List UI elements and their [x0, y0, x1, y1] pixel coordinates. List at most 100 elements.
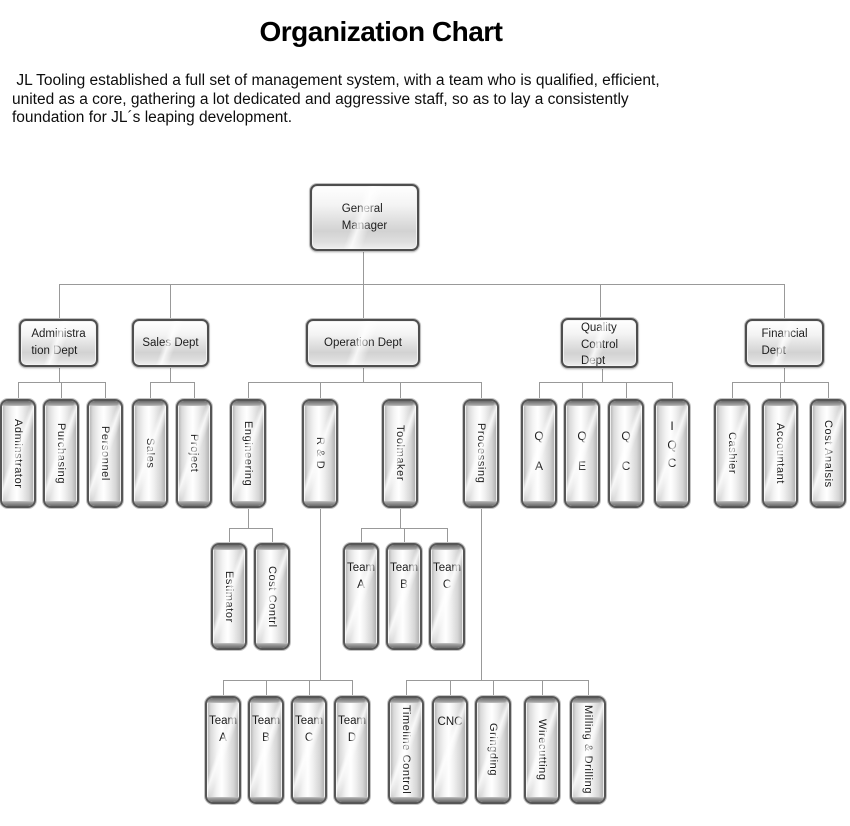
org-node-processing: Processing: [463, 399, 499, 508]
org-node-timeline: Timeline Control: [388, 696, 424, 804]
connector-line: [626, 382, 627, 399]
org-node-label-line: Manager: [341, 219, 388, 232]
org-node-accountant: Accountant: [762, 399, 798, 508]
connector-line: [229, 528, 273, 529]
org-node-label: Cost Contrl: [266, 565, 278, 628]
org-node-label: Toolmaker: [394, 425, 406, 482]
org-node-label: CNC: [434, 698, 466, 728]
connector-line: [732, 382, 733, 399]
org-node-label: Sales Dept: [142, 335, 198, 352]
org-node-label-line: Administra: [31, 328, 86, 341]
org-node-costcontrl: Cost Contrl: [254, 543, 290, 650]
org-node-label-line: CNC: [437, 716, 463, 728]
org-node-label-line: Team: [346, 562, 376, 574]
org-node-label: Milling & Drilling: [582, 705, 594, 795]
org-node-admin: Administra tion Dept: [19, 319, 98, 367]
org-node-label-line: Team: [337, 715, 367, 727]
connector-line: [582, 382, 583, 399]
connector-line: [672, 382, 673, 399]
org-node-adminstrator: Adminstrator: [0, 399, 36, 508]
connector-line: [223, 680, 224, 696]
org-node-gringding: Gringding: [475, 696, 511, 804]
org-node-label-line: I: [670, 419, 674, 433]
connector-line: [59, 367, 60, 382]
org-node-label-line: Operation Dept: [324, 336, 402, 349]
org-node-label: Sales: [144, 438, 156, 469]
org-node-toolmaker: Toolmaker: [382, 399, 418, 508]
org-node-label-line: Team: [294, 715, 324, 727]
connector-line: [542, 680, 543, 696]
connector-line: [406, 680, 407, 696]
org-node-label: Estimator: [223, 570, 235, 623]
connector-line: [18, 382, 106, 383]
org-node-label: Timeline Control: [400, 705, 412, 795]
org-node-label-line: tion Dept: [31, 345, 78, 357]
connector-line: [320, 508, 321, 681]
org-node-label: Purchasing: [55, 422, 67, 485]
org-node-label: Personnel: [99, 426, 111, 481]
intro-line: united as a core, gathering a lot dedica…: [12, 90, 629, 108]
org-node-label-line: Quality: [580, 322, 617, 334]
connector-line: [406, 680, 589, 681]
connector-line: [828, 382, 829, 399]
org-node-label: Gringding: [487, 723, 499, 777]
org-node-estimator: Estimator: [211, 543, 247, 650]
org-node-engineering: Engineering: [230, 399, 266, 508]
connector-line: [248, 508, 249, 528]
connector-line: [170, 367, 171, 382]
connector-line: [194, 382, 195, 399]
org-node-label: Cost Analsis: [822, 419, 834, 488]
org-node-label-line: Financial: [761, 328, 808, 341]
org-node-label-line: Control: [580, 338, 619, 351]
connector-line: [400, 508, 401, 528]
connector-line: [600, 284, 601, 318]
org-node-milling: Milling & Drilling: [570, 696, 606, 804]
connector-line: [784, 367, 785, 382]
connector-line: [780, 382, 781, 399]
org-node-label-line: Dept: [580, 355, 606, 368]
page-title: Organization Chart: [259, 16, 503, 47]
org-node-label: R & D: [314, 437, 326, 470]
org-node-label-line: Q: [577, 429, 587, 443]
org-node-label: Project: [188, 434, 200, 473]
connector-line: [266, 680, 267, 696]
org-node-label-line: Sales Dept: [142, 336, 199, 349]
org-node-label-line: Q: [621, 429, 631, 443]
org-node-operation: Operation Dept: [306, 319, 420, 367]
connector-line: [170, 284, 171, 319]
connector-line: [352, 680, 353, 696]
connector-line: [481, 382, 482, 399]
org-node-label-line: Q: [667, 437, 677, 452]
org-node-sales: Sales Dept: [132, 319, 209, 367]
connector-line: [272, 528, 273, 543]
org-node-label-line: E: [577, 459, 586, 473]
connector-line: [450, 680, 451, 696]
connector-line: [309, 680, 310, 696]
org-node-label-line: Team: [389, 562, 419, 574]
connector-line: [447, 528, 448, 543]
intro-line: foundation for JL´s leaping development.: [12, 109, 293, 127]
org-node-cashier: Cashier: [714, 399, 750, 508]
org-node-label-line: Team: [208, 715, 238, 727]
connector-line: [150, 382, 151, 399]
